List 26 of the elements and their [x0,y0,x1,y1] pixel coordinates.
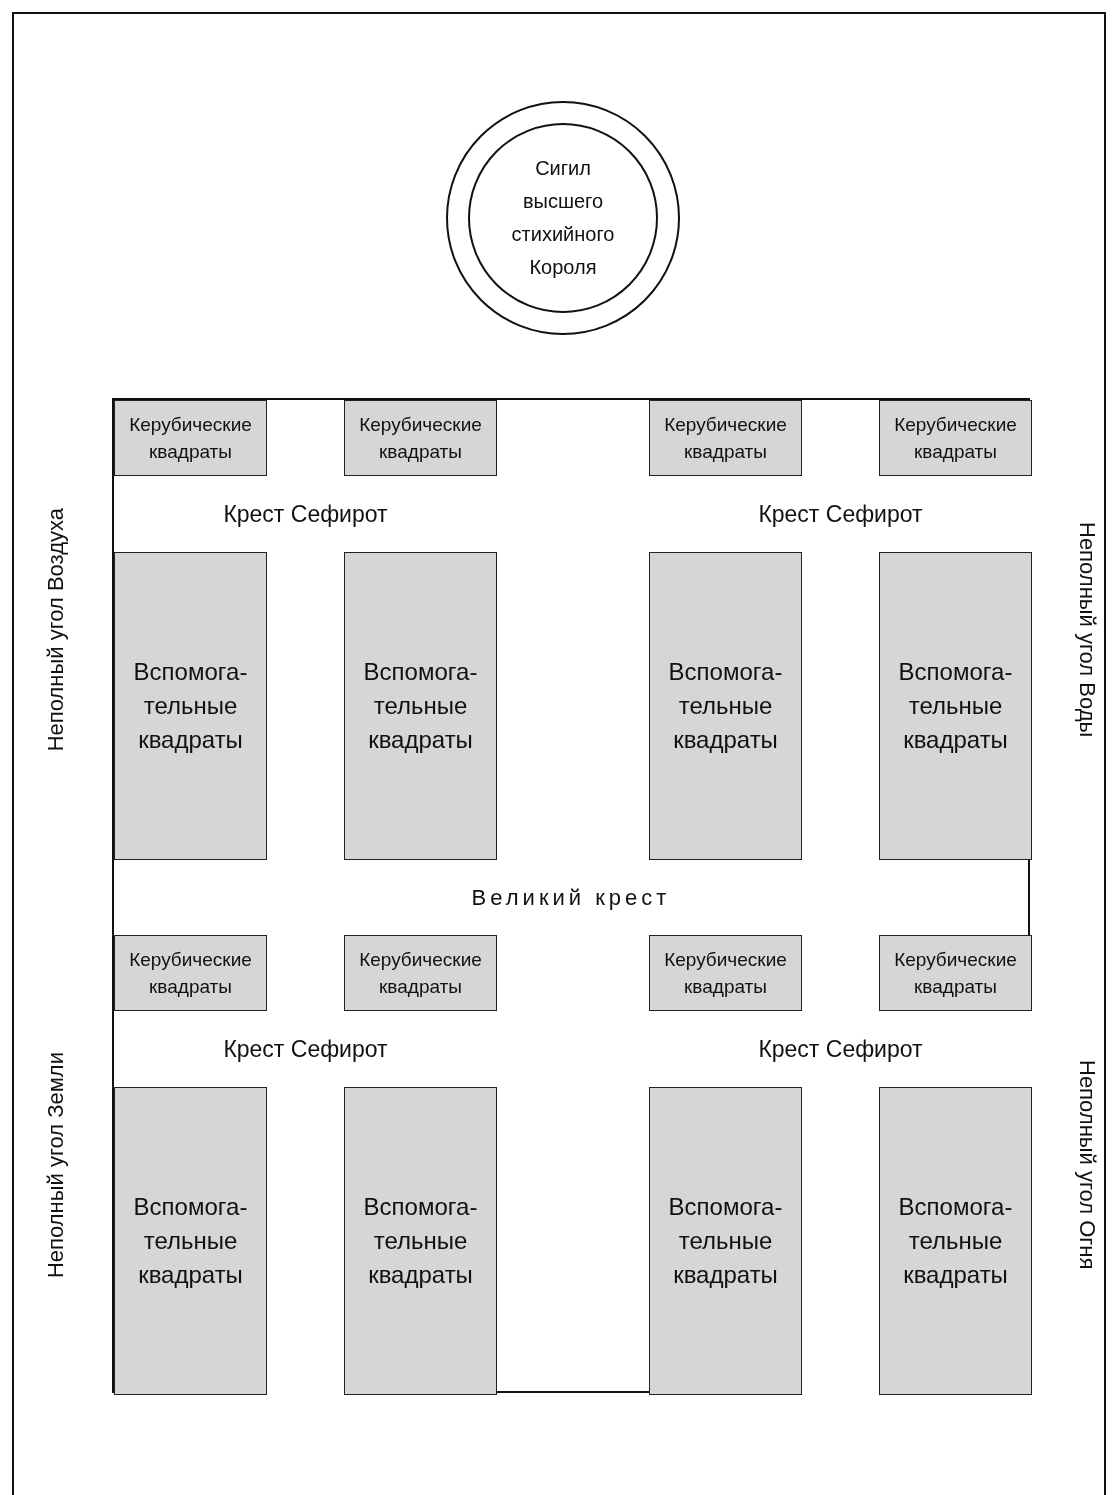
cherubic-square: Керубические квадраты [114,400,267,476]
great-cross-label: Великий крест [471,884,671,911]
cherubic-square: Керубические квадраты [879,935,1032,1011]
auxiliary-square: Вспомога-тельные квадраты [344,1087,497,1395]
auxiliary-square: Вспомога-тельные квадраты [879,1087,1032,1395]
auxiliary-square: Вспомога-тельные квадраты [114,1087,267,1395]
sephirot-cross-label: Крест Сефирот [223,500,388,528]
cherubic-square: Керубические квадраты [879,400,1032,476]
side-label: Неполный угол Воздуха [43,508,69,752]
auxiliary-square: Вспомога-тельные квадраты [649,1087,802,1395]
cherubic-square: Керубические квадраты [114,935,267,1011]
auxiliary-square: Вспомога-тельные квадраты [649,552,802,860]
auxiliary-square: Вспомога-тельные квадраты [114,552,267,860]
auxiliary-square: Вспомога-тельные квадраты [879,552,1032,860]
cherubic-square: Керубические квадраты [344,400,497,476]
cherubic-square: Керубические квадраты [649,400,802,476]
side-label: Неполный угол Воды [1074,522,1100,738]
auxiliary-square: Вспомога-тельные квадраты [344,552,497,860]
sephirot-cross-label: Крест Сефирот [758,500,923,528]
sigil-label: Сигил высшего стихийного Короля [511,156,615,280]
sephirot-cross-label: Крест Сефирот [223,1035,388,1063]
side-label: Неполный угол Огня [1074,1060,1100,1270]
sephirot-cross-label: Крест Сефирот [758,1035,923,1063]
cherubic-square: Керубические квадраты [649,935,802,1011]
cherubic-square: Керубические квадраты [344,935,497,1011]
side-label: Неполный угол Земли [43,1052,69,1278]
